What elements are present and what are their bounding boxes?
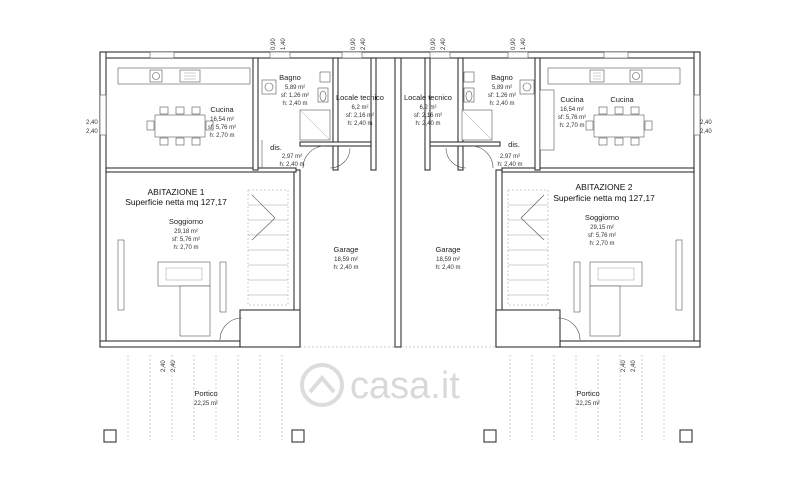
unit1-dining-table [146,106,214,146]
svg-text:h: 2,40 m: h: 2,40 m [435,265,460,271]
svg-text:6,2 m²: 6,2 m² [351,105,368,111]
unit2-sofa [573,261,643,337]
watermark-text: casa.it [350,365,460,407]
svg-text:6,2 m²: 6,2 m² [419,105,436,111]
svg-text:2,40: 2,40 [441,38,447,50]
svg-text:sf: 2,16 m²: sf: 2,16 m² [414,113,442,119]
locale-2-name: Locale tecnico [404,93,452,102]
svg-text:5,89 m²: 5,89 m² [285,85,305,91]
unit2-labels: Bagno 5,89 m² sf: 1,26 m² h: 2,40 m Cuci… [404,73,655,407]
svg-text:22,25 m²: 22,25 m² [194,401,218,407]
svg-text:sf: 5,76 m²: sf: 5,76 m² [208,125,236,131]
svg-text:h: 2,40 m: h: 2,40 m [282,101,307,107]
unit2-kitchen-counter [539,67,681,151]
svg-text:18,59 m²: 18,59 m² [334,257,358,263]
portico-2-name: Portico [576,389,599,398]
unit1-doors [219,140,351,341]
svg-text:h: 2,70 m: h: 2,70 m [589,241,614,247]
svg-text:sf: 1,26 m²: sf: 1,26 m² [281,93,309,99]
svg-text:22,25 m²: 22,25 m² [576,401,600,407]
svg-text:2,97 m²: 2,97 m² [282,154,302,160]
top-windows [99,51,701,311]
svg-text:29,18 m²: 29,18 m² [174,229,198,235]
svg-text:h: 2,40 m: h: 2,40 m [489,101,514,107]
svg-text:2,40: 2,40 [621,360,627,372]
bagno-2-name: Bagno [491,73,513,82]
portico-area [103,355,693,443]
watermark: casa.it [300,363,460,407]
dimension-labels: 0,90 1,40 0,90 2,40 0,90 2,40 0,90 1,40 … [86,38,712,372]
unit1-stairs [247,189,289,306]
unit2-stairs [507,189,549,306]
unit2-bathroom-fixtures [461,71,535,141]
svg-text:2,40: 2,40 [171,360,177,372]
svg-text:h: 2,70 m: h: 2,70 m [559,123,584,129]
bagno-1-name: Bagno [279,73,301,82]
unit1-kitchen-counter [117,67,251,85]
unit2-dining-table [585,106,653,146]
svg-text:sf: 2,16 m²: sf: 2,16 m² [346,113,374,119]
svg-text:29,15 m²: 29,15 m² [590,225,614,231]
svg-text:0,90: 0,90 [511,38,517,50]
unit1-labels: Bagno 5,89 m² sf: 1,26 m² h: 2,40 m Cuci… [125,73,384,407]
svg-text:sf: 1,26 m²: sf: 1,26 m² [488,93,516,99]
svg-text:2,40: 2,40 [700,120,712,126]
svg-text:h: 2,40 m: h: 2,40 m [415,121,440,127]
portico-1-name: Portico [194,389,217,398]
unit1-bathroom-fixtures [261,71,331,141]
soggiorno-1-name: Soggiorno [169,217,203,226]
svg-text:1,40: 1,40 [521,38,527,50]
svg-text:sf: 5,76 m²: sf: 5,76 m² [172,237,200,243]
dis-2-name: dis. [508,140,520,149]
svg-text:16,54 m²: 16,54 m² [560,107,584,113]
cucina-1-name: Cucina [210,105,234,114]
unit2-doors [445,145,581,341]
svg-text:1,40: 1,40 [281,38,287,50]
dis-1-name: dis. [270,143,282,152]
svg-text:16,54 m²: 16,54 m² [210,117,234,123]
svg-text:h: 2,70 m: h: 2,70 m [209,133,234,139]
svg-text:0,90: 0,90 [351,38,357,50]
svg-text:2,40: 2,40 [86,129,98,135]
svg-text:5,89 m²: 5,89 m² [492,85,512,91]
svg-text:18,59 m²: 18,59 m² [436,257,460,263]
abitazione-1-subtitle: Superficie netta mq 127,17 [125,197,227,207]
cucina-2-name-b: Cucina [610,95,634,104]
svg-text:0,90: 0,90 [431,38,437,50]
svg-text:sf: 5,76 m²: sf: 5,76 m² [588,233,616,239]
svg-text:h: 2,40 m: h: 2,40 m [279,162,304,168]
svg-text:h: 2,40 m: h: 2,40 m [347,121,372,127]
locale-1-name: Locale tecnico [336,93,384,102]
abitazione-1-title: ABITAZIONE 1 [148,187,205,197]
cucina-2-name: Cucina [560,95,584,104]
svg-text:2,40: 2,40 [161,360,167,372]
abitazione-2-subtitle: Superficie netta mq 127,17 [553,193,655,203]
svg-text:2,40: 2,40 [631,360,637,372]
garage-1-name: Garage [333,245,358,254]
abitazione-2-title: ABITAZIONE 2 [576,182,633,192]
svg-text:sf: 5,76 m²: sf: 5,76 m² [558,115,586,121]
svg-text:2,40: 2,40 [361,38,367,50]
garage-2-name: Garage [435,245,460,254]
svg-text:2,40: 2,40 [700,129,712,135]
svg-text:h: 2,70 m: h: 2,70 m [173,245,198,251]
building-shell [99,51,701,348]
svg-text:h: 2,40 m: h: 2,40 m [497,162,522,168]
soggiorno-2-name: Soggiorno [585,213,619,222]
unit1-sofa [157,261,227,337]
svg-text:0,90: 0,90 [271,38,277,50]
svg-text:h: 2,40 m: h: 2,40 m [333,265,358,271]
svg-text:2,97 m²: 2,97 m² [500,154,520,160]
svg-text:2,40: 2,40 [86,120,98,126]
